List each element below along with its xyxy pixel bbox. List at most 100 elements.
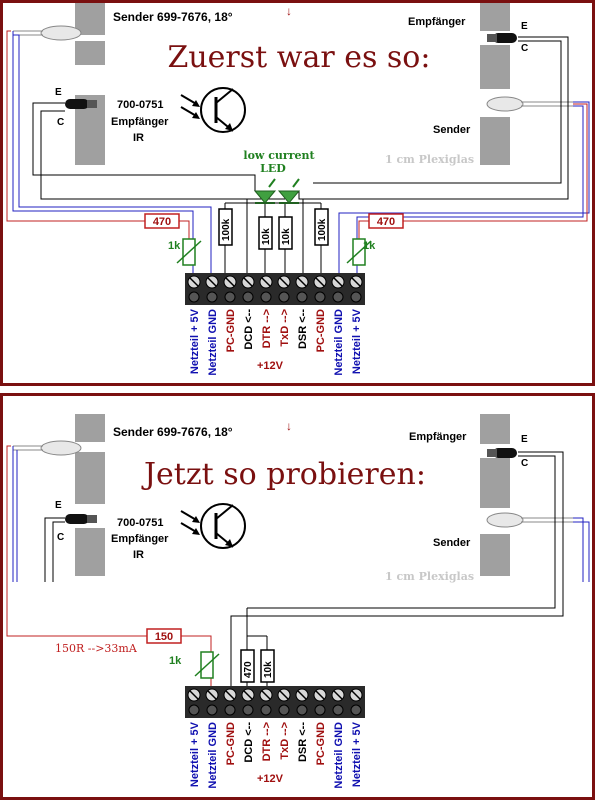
resistor-470-left: 470	[144, 213, 180, 229]
plexi-bar-right	[480, 414, 510, 576]
part-number: 700-0751	[117, 99, 164, 111]
terminal-label: TxD -->	[279, 722, 291, 760]
terminal-screw	[187, 688, 201, 716]
terminal-screw	[241, 688, 255, 716]
terminal-label: TxD -->	[279, 309, 291, 347]
terminal-label: PC-GND	[225, 309, 237, 352]
terminal-label: DCD <--	[243, 722, 255, 763]
panel-after: Jetzt so probieren: Sender 699-7676, 18°…	[0, 393, 595, 800]
phototransistor-icon	[487, 33, 517, 43]
ir-led-icon	[486, 96, 573, 112]
pin-e-right: E	[521, 434, 528, 445]
ir-led-icon	[486, 512, 573, 528]
terminal-screw	[277, 688, 291, 716]
resistor-470: 470	[240, 649, 255, 683]
pot-value: 1k	[168, 240, 181, 252]
pin-e-left: E	[55, 500, 62, 511]
terminal-label: DTR -->	[261, 309, 273, 348]
terminal-screws	[187, 688, 363, 716]
receiver-label-right: Empfänger	[409, 431, 467, 443]
terminal-screw	[331, 275, 345, 303]
pin-c-right: C	[521, 458, 528, 469]
potentiometer: 1k	[169, 651, 220, 679]
terminal-labels: Netzteil + 5V Netzteil GND PC-GND DCD <-- DT…	[189, 721, 363, 788]
ir-label: IR	[133, 549, 144, 561]
terminal-label: PC-GND	[315, 722, 327, 765]
resistor-value: 150	[155, 631, 173, 643]
plexi-gap	[75, 35, 105, 41]
terminal-screw	[223, 688, 237, 716]
terminal-screw	[331, 688, 345, 716]
resistor-100k-1: 100k	[218, 208, 233, 246]
pin-e-left: E	[55, 87, 62, 98]
terminal-screw	[313, 688, 327, 716]
terminal-screw	[259, 688, 273, 716]
sender-label-right: Sender	[433, 124, 471, 136]
resistor-value: 470	[377, 216, 395, 228]
page-title: Jetzt so probieren:	[141, 457, 426, 492]
terminal-label: Netzteil + 5V	[189, 308, 201, 374]
phototransistor-icon	[65, 99, 97, 109]
pin-c-right: C	[521, 43, 528, 54]
resistor-value: 10k	[263, 661, 274, 678]
potentiometer-left: 1k	[168, 238, 202, 266]
resistor-10k-1: 10k	[258, 216, 273, 250]
ir-led-icon	[13, 440, 82, 456]
phototransistor-icon	[65, 514, 97, 524]
terminal-label: DSR <--	[297, 309, 309, 349]
resistor-value: 100k	[317, 218, 328, 241]
wires-red	[6, 30, 588, 263]
terminal-strip	[185, 686, 365, 718]
diagram-before: Zuerst war es so: Sender 699-7676, 18° ↓…	[6, 3, 590, 376]
ir-led-icon	[13, 25, 82, 41]
resistor-10k-2: 10k	[278, 216, 293, 250]
terminal-screw	[187, 275, 201, 303]
resistor-470-right: 470	[368, 213, 404, 229]
diagram-after: Jetzt so probieren: Sender 699-7676, 18°…	[6, 414, 590, 789]
terminal-screws	[187, 275, 363, 303]
terminal-label: DTR -->	[261, 722, 273, 761]
transistor-symbol-icon	[180, 503, 246, 549]
plexi-bar-right	[480, 3, 510, 165]
terminal-label: PC-GND	[225, 722, 237, 765]
transistor-symbol-icon	[180, 87, 246, 133]
terminal-screw	[313, 275, 327, 303]
resistor-value: 470	[153, 216, 171, 228]
sender-label: Sender 699-7676, 18°	[113, 425, 233, 439]
terminal-label: Netzteil GND	[207, 309, 219, 376]
plexi-bar-left	[75, 414, 105, 576]
terminal-label: Netzteil GND	[207, 722, 219, 789]
pot-value: 1k	[169, 655, 182, 667]
terminal-screw	[349, 688, 363, 716]
led-label-line2: LED	[260, 162, 286, 175]
pin-c-left: C	[57, 532, 64, 543]
resistor-value: 100k	[221, 218, 232, 241]
terminal-screw	[295, 275, 309, 303]
plus12-label: +12V	[257, 773, 284, 785]
phototransistor-icon	[487, 448, 517, 458]
terminal-label: DSR <--	[297, 722, 309, 762]
terminal-screw	[259, 275, 273, 303]
terminal-label: Netzteil + 5V	[189, 721, 201, 787]
terminal-screw	[241, 275, 255, 303]
part-number: 700-0751	[117, 517, 164, 529]
plexiglas-label: 1 cm Plexiglas	[385, 570, 474, 583]
receiver-label-left: Empfänger	[111, 116, 169, 128]
resistor-150: 150	[146, 628, 182, 644]
plexiglas-label: 1 cm Plexiglas	[385, 153, 474, 166]
resistor-value: 470	[243, 661, 254, 678]
terminal-screw	[277, 275, 291, 303]
pin-c-left: C	[57, 117, 64, 128]
led-icon	[253, 178, 301, 204]
pin-e-right: E	[521, 21, 528, 32]
terminal-screw	[223, 275, 237, 303]
resistor-100k-2: 100k	[314, 208, 329, 246]
terminal-screw	[205, 688, 219, 716]
arrow-down-icon: ↓	[286, 419, 292, 433]
plus12-label: +12V	[257, 360, 284, 372]
terminal-label: Netzteil + 5V	[351, 308, 363, 374]
sender-label: Sender 699-7676, 18°	[113, 10, 233, 24]
resistor-10k: 10k	[260, 649, 275, 683]
terminal-label: Netzteil GND	[333, 722, 345, 789]
